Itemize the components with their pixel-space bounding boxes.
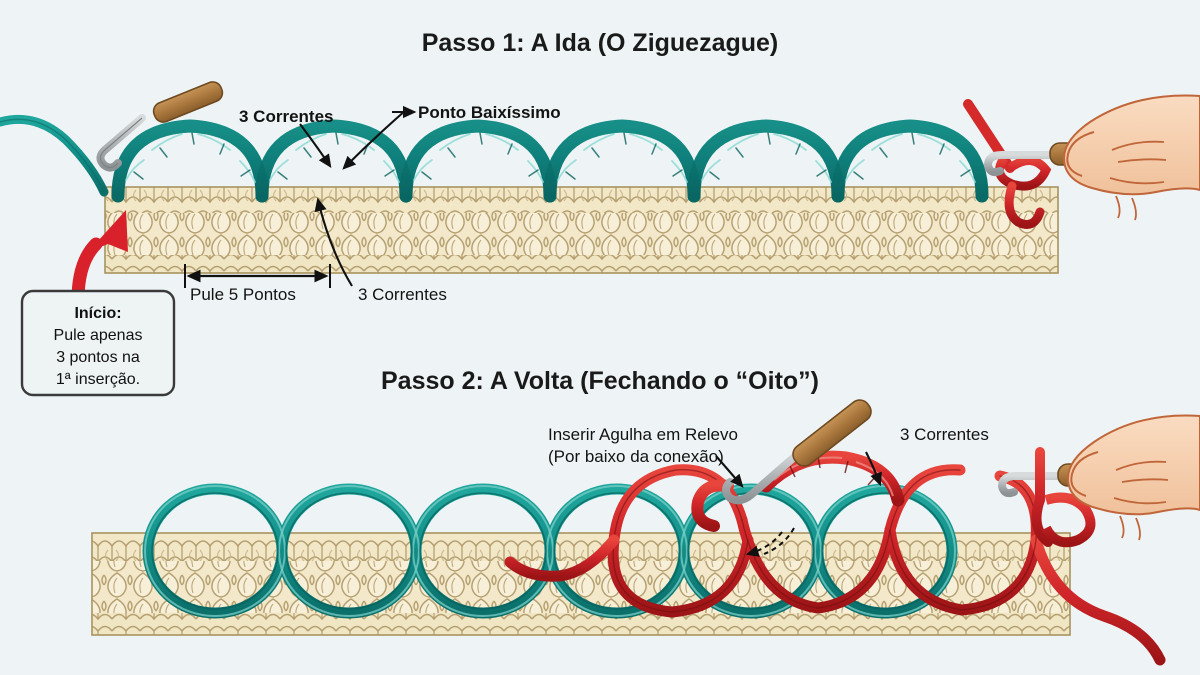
callout-inicio: Início: Pule apenas 3 pontos na 1ª inser… [20, 289, 176, 397]
base-fabric-strip-1 [104, 186, 1059, 274]
label-insert-hook-line2: (Por baixo da conexão) [548, 447, 724, 466]
label-insert-hook-line1: Inserir Agulha em Relevo [548, 425, 738, 444]
red-chain-loops [691, 450, 905, 532]
panel-2-title: Passo 2: A Volta (Fechando o “Oito”) [381, 367, 819, 395]
panel-1-illustration [0, 81, 1200, 307]
label-chains-panel2: 3 Correntes [900, 425, 989, 444]
panel-1-title: Passo 1: A Ida (O Ziguezague) [422, 29, 779, 57]
label-slip-stitch: Ponto Baixíssimo [418, 103, 561, 122]
teal-rings [142, 483, 958, 619]
callout-heading: Início: [74, 305, 121, 322]
callout-line-3: 1ª inserção. [56, 371, 140, 388]
callout-line-1: Pule apenas [54, 327, 143, 344]
red-figure-eight-weave [504, 464, 1166, 666]
callout-line-2: 3 pontos na [56, 349, 140, 366]
annotation-arrows-panel1 [184, 105, 417, 288]
crochet-hook-left-panel2 [722, 399, 872, 505]
teal-chain-arches [111, 119, 989, 214]
hand-icon-panel1 [1062, 94, 1200, 221]
crochet-hook-left [96, 81, 224, 172]
panel-2-illustration [91, 399, 1200, 666]
teal-yarn-tail-left [0, 114, 109, 197]
annotation-arrows-panel2 [715, 451, 882, 557]
hand-icon-panel2 [1066, 414, 1200, 541]
label-chains-bottom: 3 Correntes [358, 285, 447, 304]
label-chains-top: 3 Correntes [239, 107, 333, 126]
label-skip-span: Pule 5 Pontos [190, 285, 296, 304]
